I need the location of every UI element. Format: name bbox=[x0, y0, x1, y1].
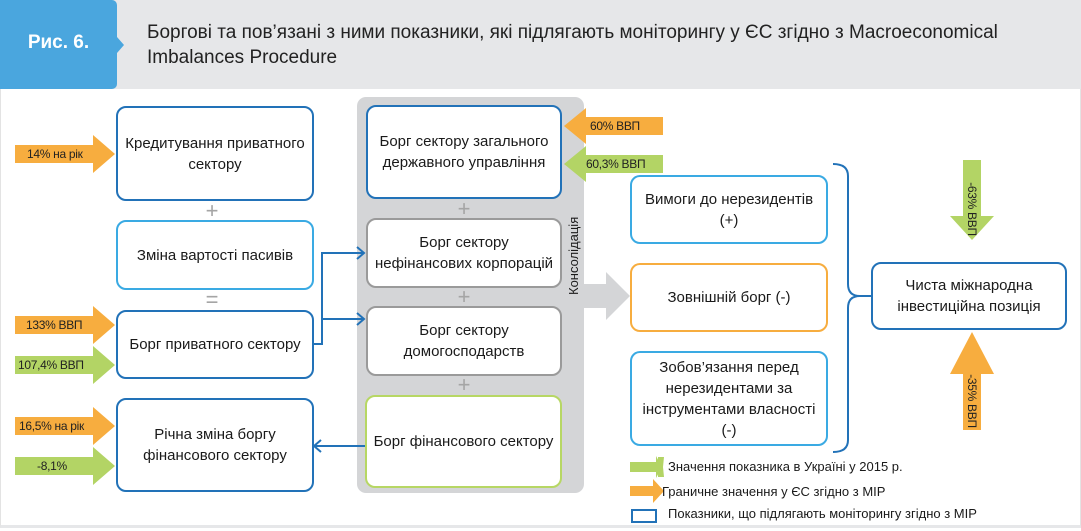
box-private-debt-label: Борг приватного сектору bbox=[129, 336, 301, 353]
box-claims-on-nonresidents-label: Вимоги до нерезидентів (+) bbox=[644, 190, 814, 229]
figure-title: Боргові та пов’язані з ними показники, я… bbox=[147, 22, 998, 68]
legend-label-eu-threshold: Граничне значення у ЄС згідно з MIP bbox=[662, 484, 886, 499]
orange-arrow-icon bbox=[564, 108, 586, 144]
ukraine-value-niip: -63% ВВП bbox=[965, 182, 979, 236]
operator-equals: = bbox=[205, 287, 219, 312]
operator-plus: + bbox=[457, 372, 471, 397]
box-external-debt: Зовнішній борг (-) bbox=[630, 263, 828, 332]
box-private-credit: Кредитування приватного сектору bbox=[116, 106, 314, 201]
ukraine-value-government-debt: 60,3% ВВП bbox=[586, 155, 663, 173]
legend-blue-box-icon bbox=[631, 509, 657, 523]
green-arrow-icon bbox=[93, 346, 115, 384]
box-liabilities-change: Зміна вартості пасивів bbox=[116, 220, 314, 290]
figure-label: Рис. 6. bbox=[27, 32, 90, 53]
legend-label-monitored: Показники, що підлягають моніторингу згі… bbox=[668, 506, 977, 521]
eu-threshold-private-debt: 133% ВВП bbox=[15, 316, 93, 334]
box-financial-debt-change-label: Річна зміна боргу фінансового сектору bbox=[143, 426, 287, 464]
box-general-government-debt-label: Борг сектору загального державного управ… bbox=[379, 133, 549, 171]
orange-arrow-icon bbox=[93, 135, 115, 173]
orange-arrow-icon bbox=[93, 407, 115, 445]
box-financial-debt-change: Річна зміна боргу фінансового сектору bbox=[116, 398, 314, 492]
figure-label-tab: Рис. 6. bbox=[0, 0, 124, 89]
box-nonfinancial-corporations-debt: Борг сектору нефінансових корпорацій bbox=[366, 218, 562, 288]
green-arrow-icon bbox=[564, 146, 586, 182]
ukraine-value-financial-debt-change: -8,1% bbox=[15, 457, 93, 475]
ukraine-value-private-debt: 107,4% ВВП bbox=[15, 356, 93, 374]
box-households-debt: Борг сектору домогосподарств bbox=[366, 306, 562, 376]
box-nonfinancial-corporations-debt-label: Борг сектору нефінансових корпорацій bbox=[374, 234, 554, 272]
box-equity-liabilities-label: Зобов’язання перед нерезидентами за інст… bbox=[642, 358, 816, 439]
legend-item-eu-threshold: Граничне значення у ЄС згідно з MIP bbox=[662, 484, 885, 499]
box-equity-liabilities: Зобов’язання перед нерезидентами за інст… bbox=[630, 351, 828, 446]
legend-item-monitored: Показники, що підлягають моніторингу згі… bbox=[668, 506, 977, 521]
box-financial-sector-debt: Борг фінансового сектору bbox=[365, 395, 562, 488]
consolidation-label: Консолідація bbox=[566, 216, 581, 295]
box-claims-on-nonresidents: Вимоги до нерезидентів (+) bbox=[630, 175, 828, 244]
box-general-government-debt: Борг сектору загального державного управ… bbox=[366, 105, 562, 199]
operator-plus: + bbox=[457, 284, 471, 309]
box-liabilities-change-label: Зміна вартості пасивів bbox=[136, 246, 294, 264]
legend-item-ukraine-value: Значення показника в Україні у 2015 р. bbox=[668, 459, 903, 474]
figure-header: Рис. 6. Боргові та пов’язані з ними пока… bbox=[0, 0, 1081, 89]
box-financial-sector-debt-label: Борг фінансового сектору bbox=[373, 433, 554, 450]
eu-threshold-government-debt: 60% ВВП bbox=[586, 117, 663, 135]
green-arrow-icon bbox=[93, 447, 115, 485]
box-net-international-investment-position: Чиста міжнародна інвестиційна позиція bbox=[871, 262, 1067, 330]
eu-threshold-niip: -35% ВВП bbox=[965, 374, 979, 428]
operator-plus: + bbox=[457, 196, 471, 221]
orange-arrow-icon bbox=[93, 306, 115, 344]
operator-plus: + bbox=[205, 198, 219, 223]
eu-threshold-private-credit: 14% на рік bbox=[15, 145, 93, 163]
box-households-debt-label: Борг сектору домогосподарств bbox=[403, 322, 525, 360]
box-niip-label: Чиста міжнародна інвестиційна позиція bbox=[897, 277, 1041, 315]
eu-threshold-financial-debt-change: 16,5% на рік bbox=[15, 417, 93, 435]
box-private-credit-label: Кредитування приватного сектору bbox=[125, 134, 305, 173]
legend-label-ukraine-value: Значення показника в Україні у 2015 р. bbox=[668, 459, 903, 474]
box-external-debt-label: Зовнішній борг (-) bbox=[667, 289, 791, 306]
box-private-debt: Борг приватного сектору bbox=[116, 310, 314, 379]
